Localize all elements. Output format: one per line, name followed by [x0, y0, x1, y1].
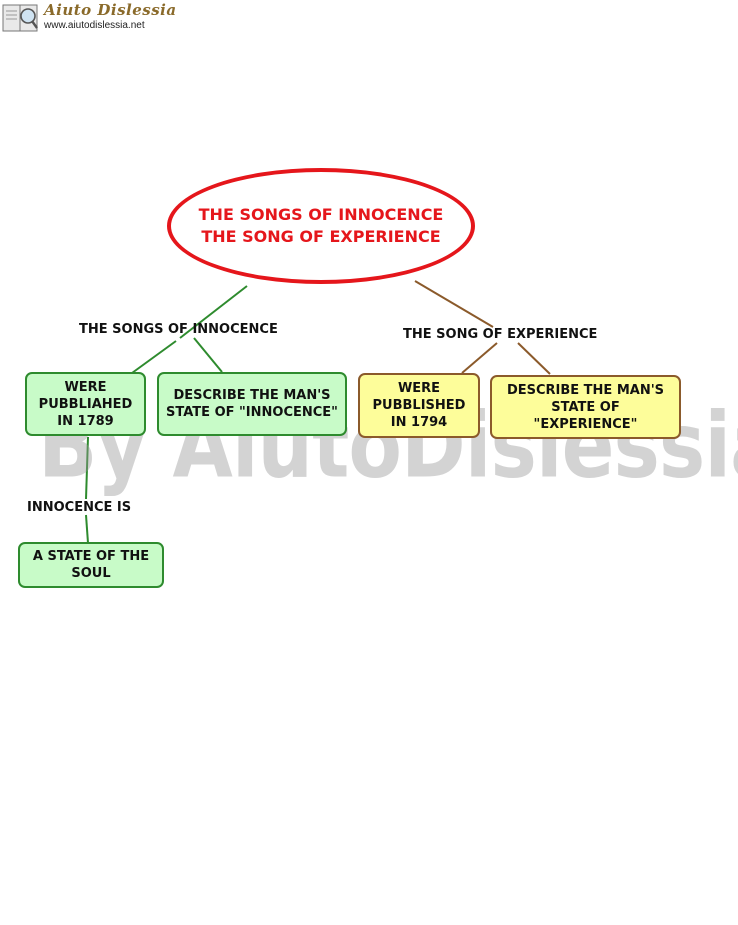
- connector-innocence-to-published: [131, 340, 177, 374]
- site-logo: Aiuto Dislessia www.aiutodislessia.net: [0, 0, 176, 40]
- innocence-describe-node: DESCRIBE THE MAN'S STATE OF "INNOCENCE": [157, 372, 347, 436]
- innocence-link-label: THE SONGS OF INNOCENCE: [79, 322, 278, 337]
- logo-name: Aiuto Dislessia: [44, 1, 177, 19]
- connector-published-to-innocence-is: [85, 436, 89, 500]
- connector-root-to-experience: [414, 280, 494, 328]
- root-node: THE SONGS OF INNOCENCE THE SONG OF EXPER…: [167, 168, 475, 284]
- connector-experience-to-describe: [517, 342, 551, 375]
- root-title-line1: THE SONGS OF INNOCENCE: [198, 205, 444, 224]
- connector-experience-to-published: [461, 342, 498, 374]
- logo-url: www.aiutodislessia.net: [44, 20, 145, 31]
- root-title-line2: THE SONG OF EXPERIENCE: [201, 227, 441, 246]
- experience-link-label: THE SONG OF EXPERIENCE: [403, 327, 598, 342]
- connector-innocence-is-to-state: [85, 514, 89, 544]
- experience-published-node: WERE PUBBLISHED IN 1794: [358, 373, 480, 438]
- state-of-soul-node: A STATE OF THE SOUL: [18, 542, 164, 588]
- innocence-is-link-label: INNOCENCE IS: [27, 500, 132, 515]
- connector-innocence-to-describe: [193, 337, 223, 373]
- experience-describe-node: DESCRIBE THE MAN'S STATE OF "EXPERIENCE": [490, 375, 681, 439]
- book-magnifier-icon: [2, 4, 38, 32]
- connector-root-to-innocence: [179, 285, 248, 339]
- innocence-published-node: WERE PUBBLIAHED IN 1789: [25, 372, 146, 436]
